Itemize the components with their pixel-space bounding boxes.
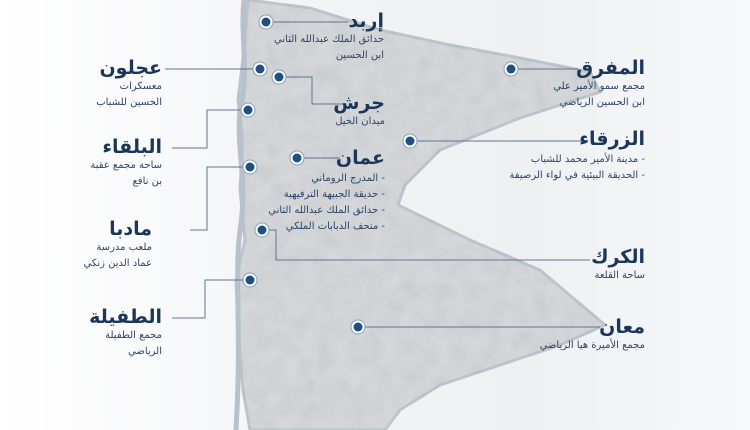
site: ملعب مدرسة bbox=[96, 242, 152, 253]
marker-balqa[interactable] bbox=[240, 102, 256, 118]
label-ajloun: عجلون معسكرات الحسين للشباب bbox=[96, 57, 162, 111]
marker-amman[interactable] bbox=[289, 150, 305, 166]
label-balqa: البلقاء ساحة مجمع عقبة بن نافع bbox=[90, 136, 162, 190]
marker-madaba[interactable] bbox=[242, 159, 258, 175]
marker-ajloun[interactable] bbox=[252, 61, 268, 77]
marker-tafileh[interactable] bbox=[242, 272, 258, 288]
governorate-name: الكرك bbox=[591, 246, 645, 268]
governorate-name: الزرقاء bbox=[579, 128, 645, 150]
label-karak: الكرك ساحة القلعة bbox=[591, 246, 645, 284]
site: ساحة مجمع عقبة bbox=[90, 160, 162, 171]
site: ابن الحسين الرياضي bbox=[559, 97, 645, 108]
site: ابن الحسين bbox=[335, 50, 384, 61]
governorate-name: جرش bbox=[333, 92, 385, 114]
connector-lines bbox=[165, 21, 600, 328]
site: بن نافع bbox=[132, 176, 162, 187]
governorate-name: عجلون bbox=[99, 57, 162, 79]
marker-mafraq[interactable] bbox=[503, 61, 519, 77]
label-madaba: مادبا ملعب مدرسة عماد الدين زنكي bbox=[83, 218, 152, 272]
marker-jerash[interactable] bbox=[271, 69, 287, 85]
label-jerash: جرش ميدان الخيل bbox=[333, 92, 385, 130]
site: مجمع سمو الأمير علي bbox=[553, 81, 645, 92]
markers bbox=[240, 14, 519, 335]
site: الحديقة البيئية في لواء الرصيفة bbox=[509, 168, 645, 184]
governorate-name: إربد bbox=[348, 10, 384, 32]
governorate-name: عمان bbox=[335, 147, 385, 169]
site: حدائق الملك عبدالله الثاني bbox=[274, 34, 384, 45]
site: متحف الدبابات الملكي bbox=[268, 219, 385, 235]
marker-karak[interactable] bbox=[254, 222, 270, 238]
governorate-name: البلقاء bbox=[102, 136, 162, 158]
site: الحسين للشباب bbox=[96, 97, 162, 108]
site: مجمع الطفيلة bbox=[105, 330, 162, 341]
label-tafileh: الطفيلة مجمع الطفيلة الرياضي bbox=[89, 306, 162, 360]
site: معسكرات bbox=[119, 81, 162, 92]
site: حدائق الملك عبدالله الثاني bbox=[268, 203, 385, 219]
marker-maan[interactable] bbox=[350, 319, 366, 335]
label-zarqa: الزرقاء مدينة الأمير محمد للشباب الحديقة… bbox=[509, 128, 645, 184]
governorate-name: مادبا bbox=[109, 218, 152, 240]
site: ساحة القلعة bbox=[594, 270, 645, 281]
site: عماد الدين زنكي bbox=[83, 258, 152, 269]
governorate-name: الطفيلة bbox=[89, 306, 162, 328]
site: مجمع الأميرة هيا الرياضي bbox=[539, 340, 645, 351]
marker-irbid[interactable] bbox=[258, 14, 274, 30]
site: المدرج الروماني bbox=[268, 171, 385, 187]
site: ميدان الخيل bbox=[335, 116, 385, 127]
marker-zarqa[interactable] bbox=[402, 133, 418, 149]
site: حديقة الجبيهة الترفيهية bbox=[268, 187, 385, 203]
site: الرياضي bbox=[128, 346, 162, 357]
governorate-name: معان bbox=[599, 316, 645, 338]
label-mafraq: المفرق مجمع سمو الأمير علي ابن الحسين ال… bbox=[553, 57, 645, 111]
governorate-name: المفرق bbox=[576, 57, 645, 79]
jordan-river bbox=[233, 0, 248, 430]
label-amman: عمان المدرج الروماني حديقة الجبيهة الترف… bbox=[268, 147, 385, 235]
site: مدينة الأمير محمد للشباب bbox=[509, 152, 645, 168]
label-irbid: إربد حدائق الملك عبدالله الثاني ابن الحس… bbox=[274, 10, 384, 64]
label-maan: معان مجمع الأميرة هيا الرياضي bbox=[540, 316, 645, 354]
